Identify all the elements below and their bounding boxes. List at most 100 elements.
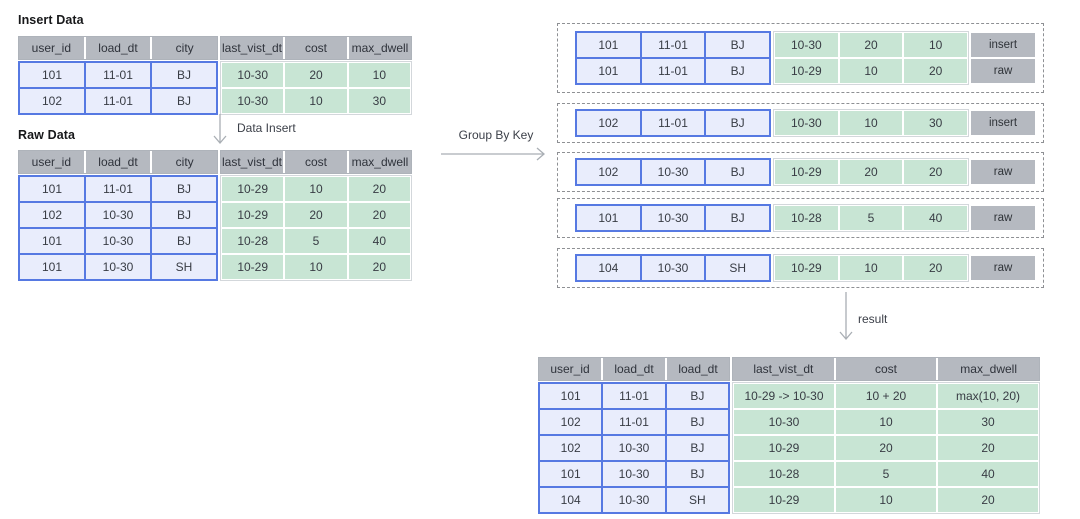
column-header-cell: cost (285, 151, 347, 173)
value-cell: 20 (285, 203, 347, 227)
key-cell: 101 (577, 206, 640, 230)
key-cell: 104 (540, 488, 602, 512)
data-insert-arrow-icon (213, 114, 227, 144)
column-header-cell: last_vist_dt (733, 358, 834, 380)
key-cell: 11-01 (603, 384, 665, 408)
value-cell: 20 (348, 177, 410, 201)
column-header-cell: user_id (19, 37, 84, 59)
value-cell: 10-28 (734, 462, 834, 486)
result-label: result (858, 312, 888, 326)
value-cell: 10-30 (222, 89, 284, 113)
key-cell: 101 (577, 33, 640, 57)
value-cell: 10 (285, 255, 347, 279)
key-cell: 101 (577, 59, 640, 83)
key-cell: 101 (540, 462, 602, 486)
key-cell: 102 (20, 203, 84, 227)
column-header-cell: last_vist_dt (221, 37, 283, 59)
value-cell: 10-30 (734, 410, 834, 434)
key-cell: 10-30 (603, 462, 665, 486)
column-header-cell: cost (285, 37, 347, 59)
key-cell: BJ (152, 63, 216, 87)
key-cell: BJ (152, 229, 216, 253)
value-cell: 10-28 (222, 229, 284, 253)
column-header-cell: city (152, 37, 217, 59)
value-cell: 10 + 20 (836, 384, 936, 408)
value-cell: 40 (938, 462, 1038, 486)
key-cell: BJ (706, 33, 769, 57)
column-header-cell: max_dwell (349, 37, 411, 59)
key-cell: 11-01 (86, 63, 150, 87)
column-header-cell: load_dt (85, 37, 151, 59)
key-cell: BJ (706, 206, 769, 230)
tag-cell: insert (971, 33, 1035, 57)
tag-column: raw (971, 254, 1035, 282)
value-cell: 20 (348, 255, 410, 279)
value-cell: 10-29 (222, 255, 284, 279)
key-cell: BJ (666, 462, 728, 486)
value-cell: 20 (839, 160, 903, 184)
group-by-key-arrow-icon (441, 147, 545, 161)
key-cell: BJ (706, 59, 769, 83)
key-cell: 10-30 (603, 436, 665, 460)
value-cell: 10 (285, 89, 347, 113)
key-cell: 10-30 (86, 229, 150, 253)
value-cell: 10-30 (775, 33, 838, 57)
key-cell: 11-01 (641, 33, 705, 57)
key-cell: 102 (577, 111, 640, 135)
key-cell: 10-30 (603, 488, 665, 512)
key-cell: BJ (666, 384, 728, 408)
tag-cell: raw (971, 256, 1035, 280)
value-cell: 20 (904, 160, 967, 184)
key-cell: 104 (577, 256, 640, 280)
tag-cell: raw (971, 206, 1035, 230)
value-cell: 20 (839, 33, 903, 57)
value-cell: 10 (839, 59, 903, 83)
key-cell: 101 (20, 63, 84, 87)
tag-column: raw (971, 158, 1035, 186)
result-arrow-icon (839, 292, 853, 340)
value-cell: 20 (836, 436, 936, 460)
key-cell: 101 (20, 255, 84, 279)
value-cell: 10 (904, 33, 967, 57)
value-cell: 30 (348, 89, 410, 113)
key-cell: BJ (666, 436, 728, 460)
key-cell: 102 (577, 160, 640, 184)
key-cell: BJ (152, 177, 216, 201)
value-cell: 5 (839, 206, 903, 230)
key-cell: SH (152, 255, 216, 279)
tag-cell: raw (971, 160, 1035, 184)
key-cell: 102 (540, 436, 602, 460)
key-cell: 11-01 (86, 89, 150, 113)
column-header-cell: load_dt (85, 151, 151, 173)
value-cell: 10 (839, 111, 903, 135)
column-header-cell: load_dt (603, 358, 665, 380)
data-insert-label: Data Insert (237, 121, 296, 135)
key-cell: 11-01 (603, 410, 665, 434)
insert-data-title: Insert Data (18, 13, 84, 27)
